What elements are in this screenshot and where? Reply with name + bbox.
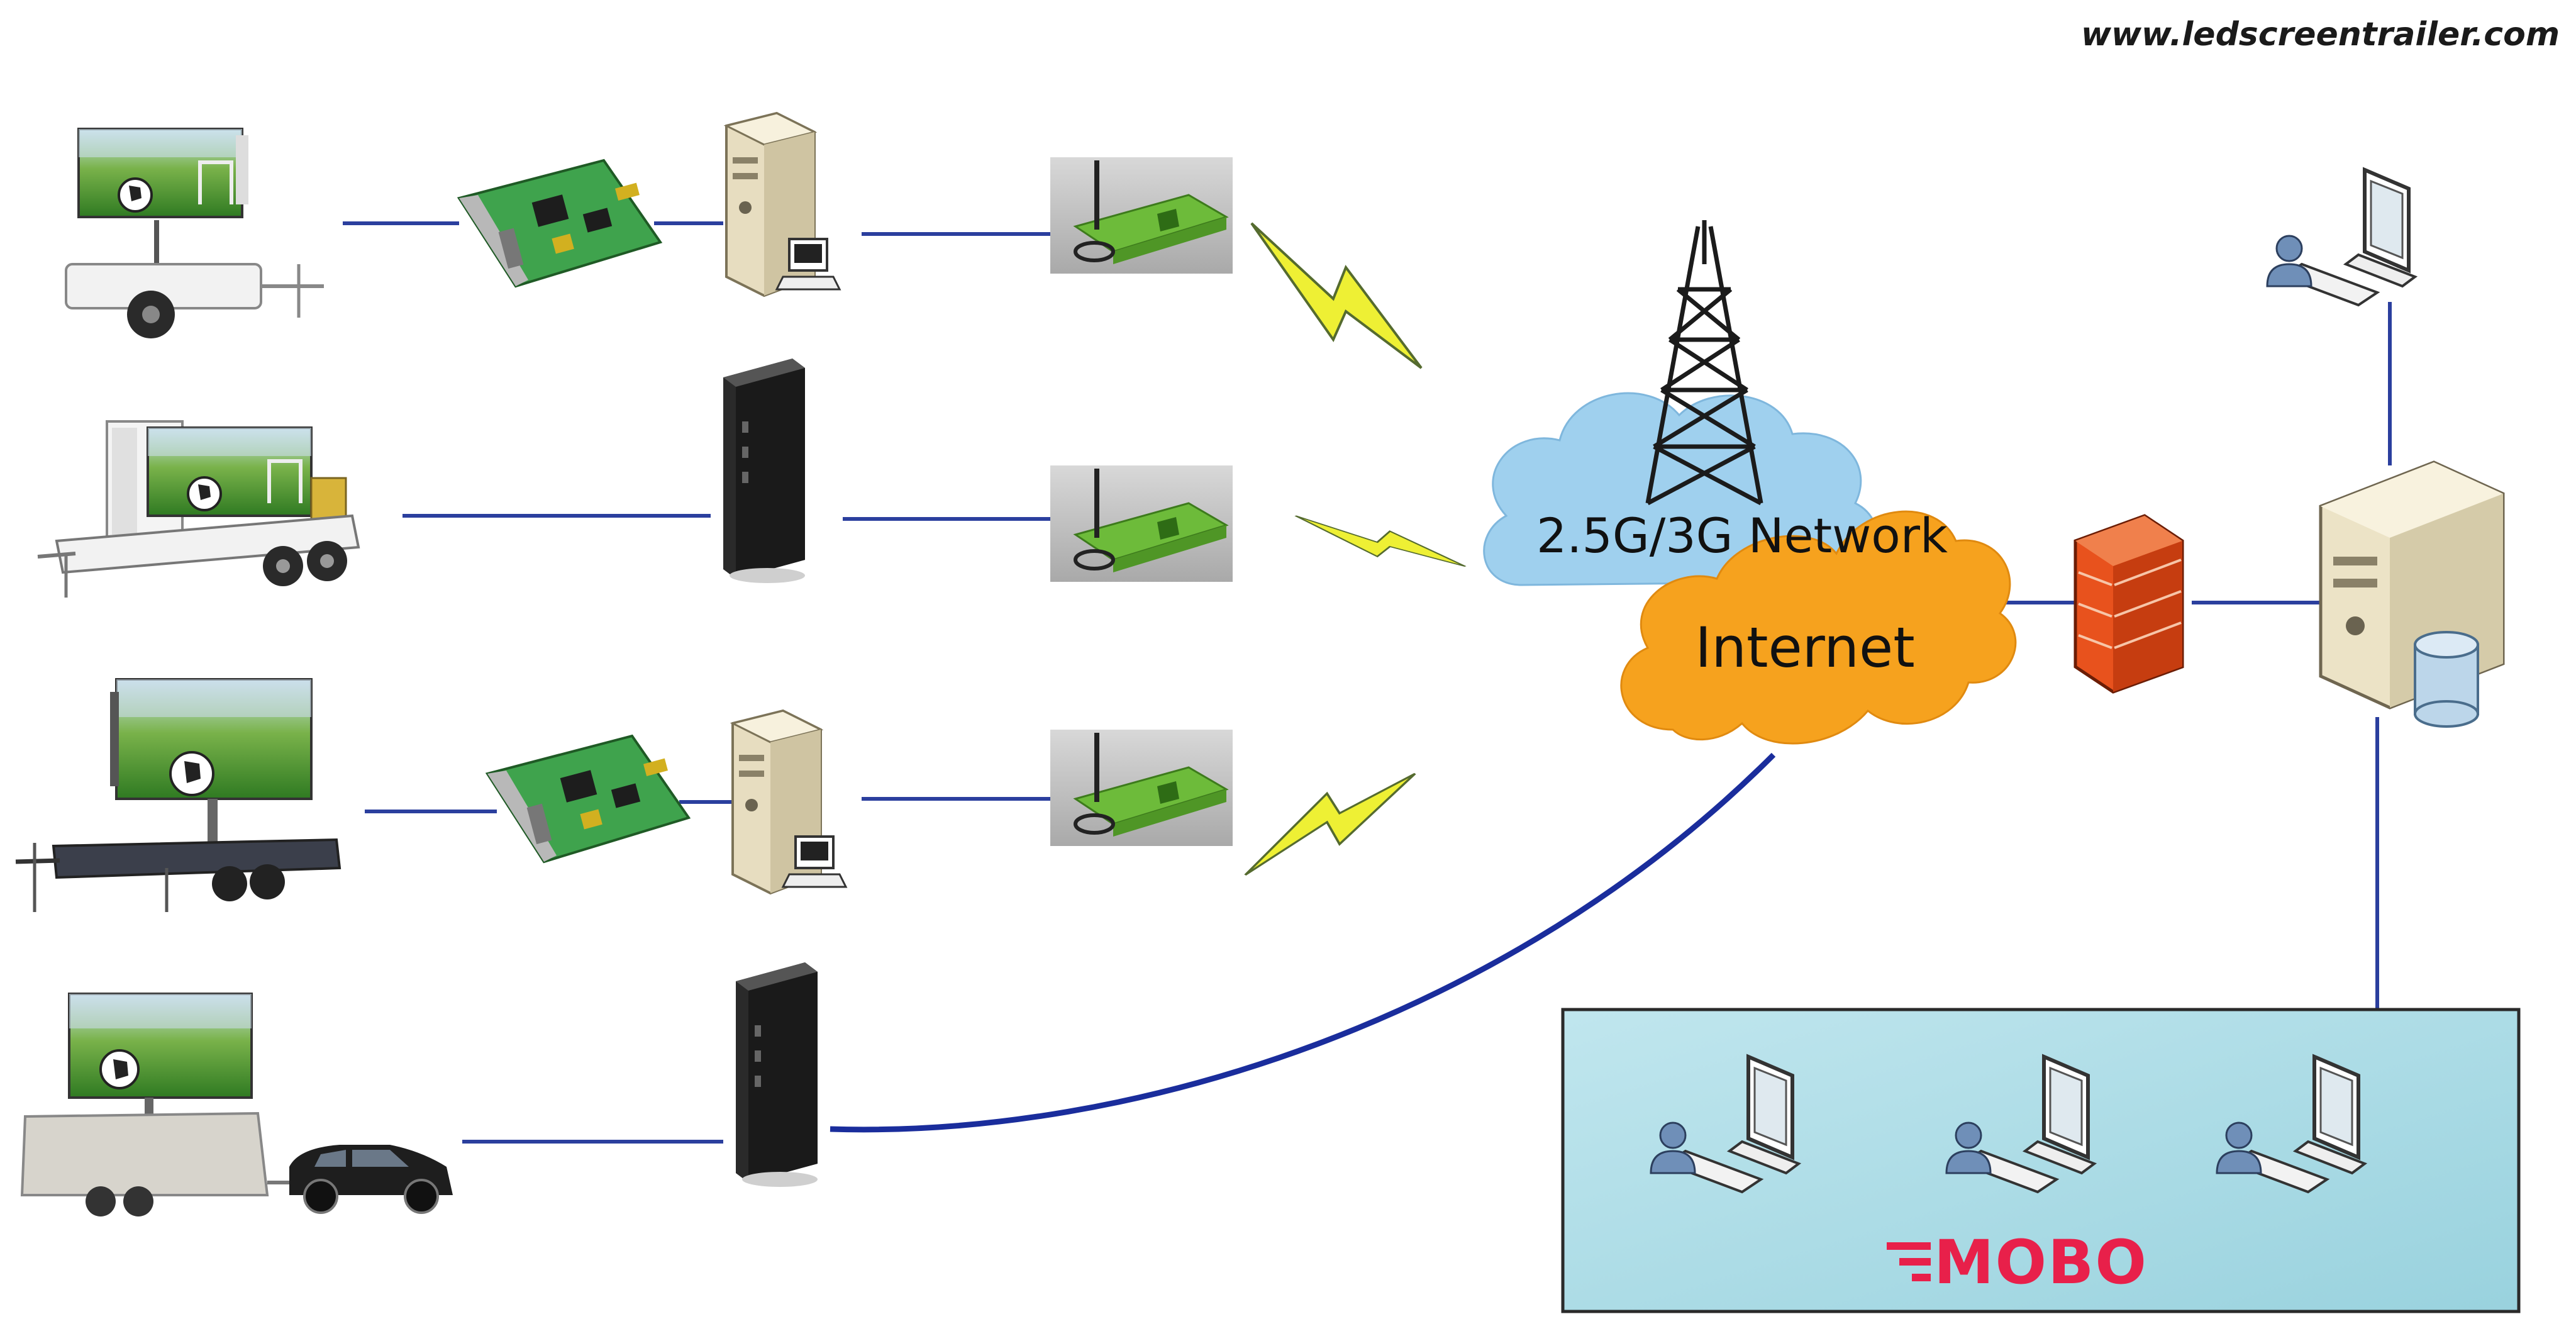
led-truck-trailer-icon [37,420,360,598]
media-player-box-icon [736,962,818,1187]
user-workstation-icon [2267,170,2415,305]
led-screen-trailer-icon [65,128,324,338]
wireless-signal-icon [1244,772,1416,876]
desktop-computer-icon [725,112,841,297]
link-row4-player-internet [830,752,1776,1133]
network-label-3g: 2.5G/3G Network [1536,508,1948,564]
cell-tower-icon [1645,220,1763,506]
wireless-signal-icon [1250,222,1423,369]
led-box-trailer-with-car-icon [20,993,453,1216]
network-cloud-internet [1620,510,2017,745]
network-label-internet: Internet [1695,615,1914,680]
led-control-card-icon [486,735,690,863]
3g-router-icon [1050,730,1233,846]
desktop-computer-icon [731,710,847,894]
media-player-box-icon [723,359,805,583]
brand-logo: MOBO [1887,1227,2148,1298]
watermark-text: www.ledscreentrailer.com [2081,16,2560,53]
led-control-card-icon [458,159,662,287]
3g-router-icon [1050,157,1233,274]
firewall-icon [2074,514,2184,694]
connection-lines [343,221,2392,1144]
led-flatbed-trailer-icon [15,678,341,912]
client-workstations-panel: MOBO [1561,1008,2521,1313]
database-server-icon [2319,460,2505,728]
3g-router-icon [1050,465,1233,582]
brand-logo-text: MOBO [1934,1227,2148,1298]
wireless-signal-icon [1294,515,1467,568]
